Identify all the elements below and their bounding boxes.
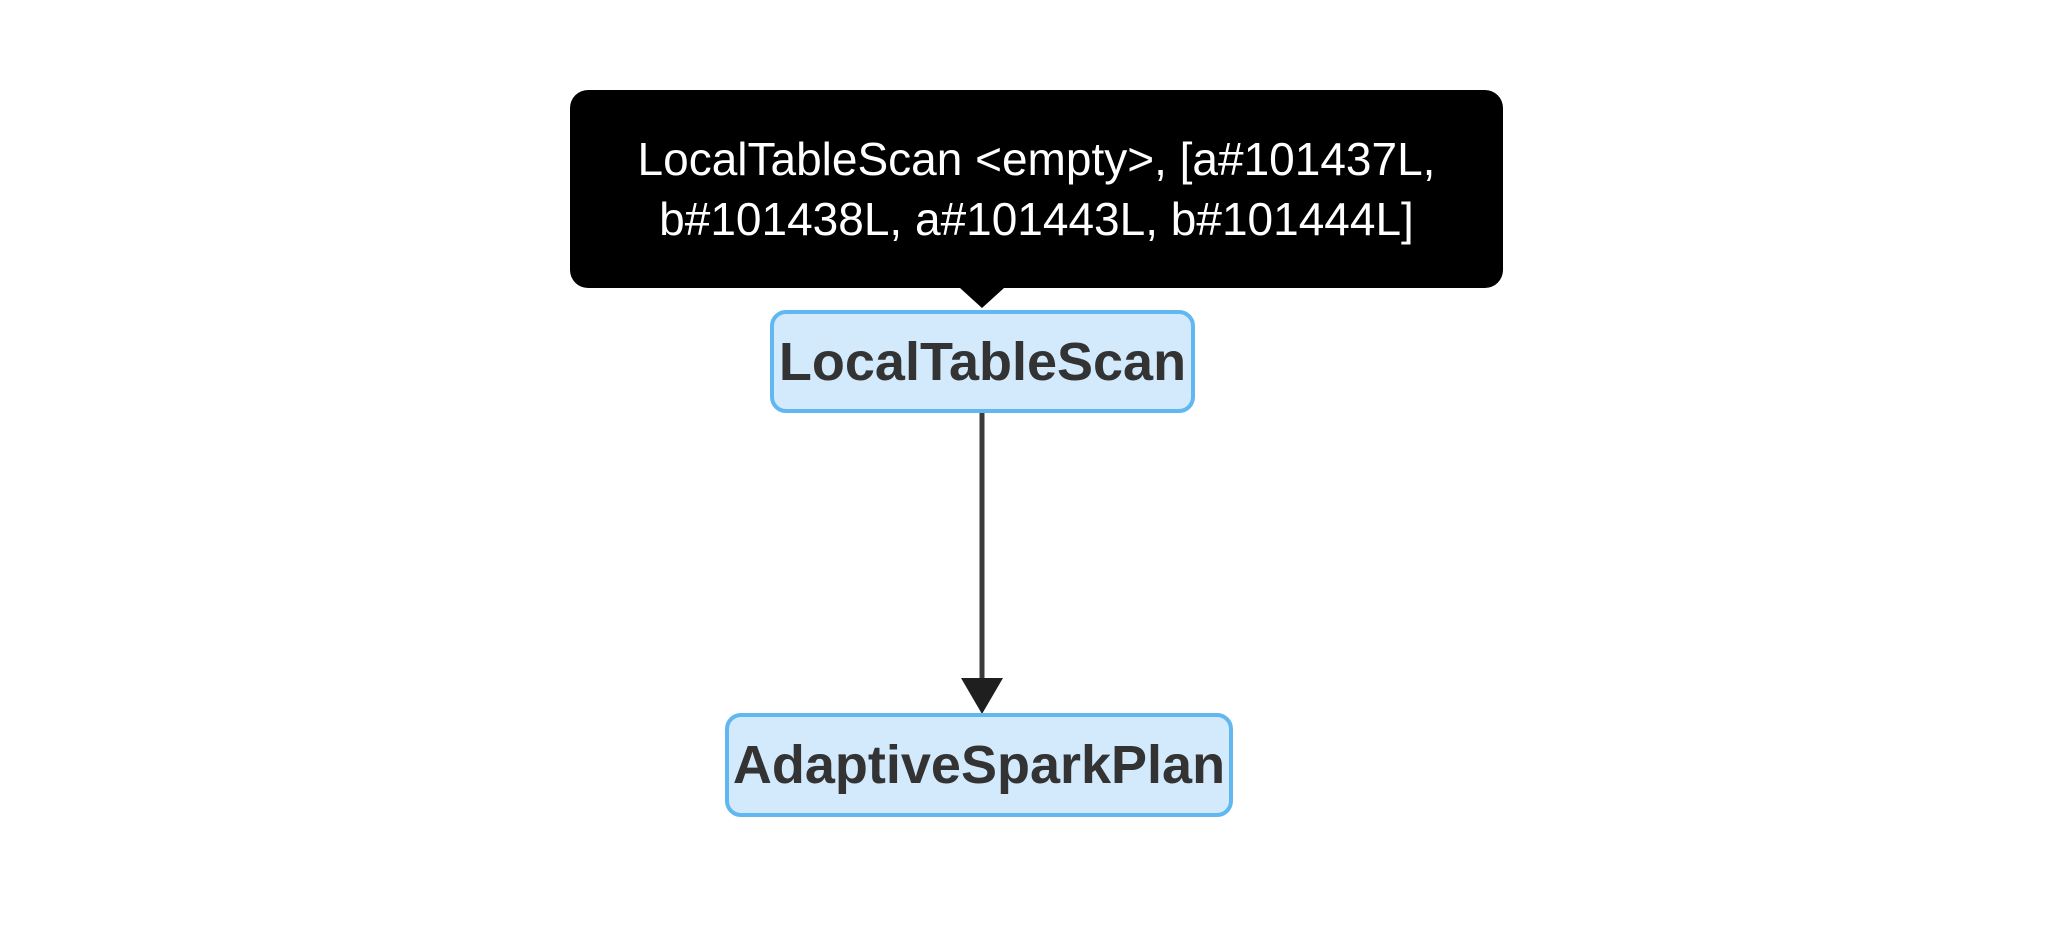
tooltip-pointer-icon	[960, 288, 1004, 308]
edge-arrowhead-icon	[961, 678, 1003, 714]
node-localtablescan-label: LocalTableScan	[778, 331, 1187, 392]
tooltip-text-line-1: LocalTableScan <empty>, [a#101437L,	[637, 133, 1436, 185]
node-tooltip: LocalTableScan <empty>, [a#101437L, b#10…	[570, 90, 1503, 308]
node-adaptivesparkplan[interactable]: AdaptiveSparkPlan	[725, 713, 1233, 817]
node-adaptivesparkplan-label: AdaptiveSparkPlan	[732, 735, 1226, 795]
tooltip-text-line-2: b#101438L, a#101443L, b#101444L]	[659, 193, 1414, 245]
edge-localtablescan-to-adaptivesparkplan	[961, 413, 1003, 714]
node-localtablescan[interactable]: LocalTableScan	[770, 310, 1195, 413]
